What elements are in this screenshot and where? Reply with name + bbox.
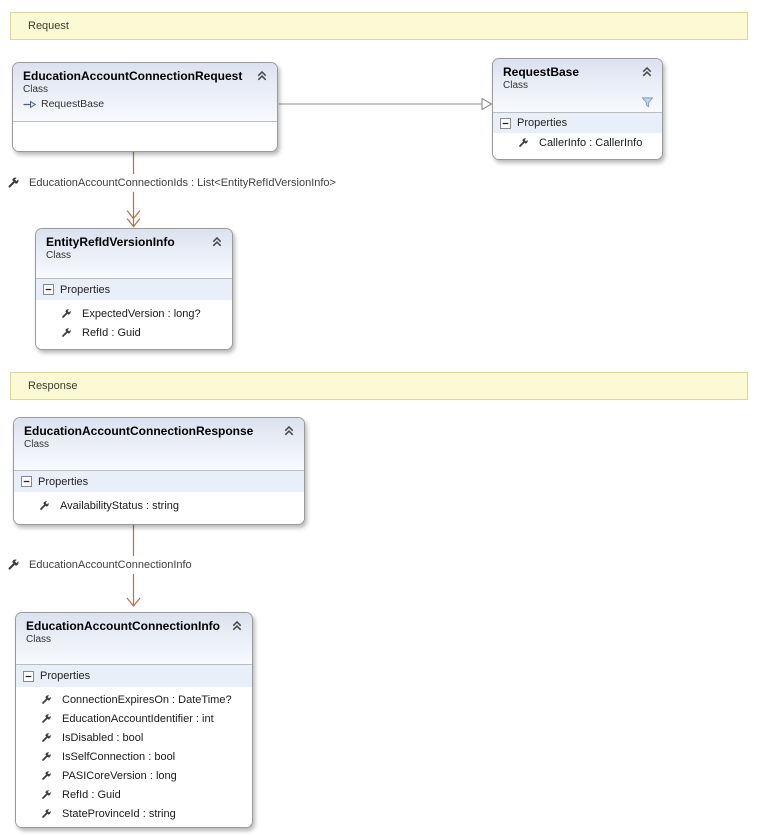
properties-label: Properties — [60, 283, 111, 296]
property-text: EducationAccountIdentifier : int — [62, 712, 214, 725]
collapse-minus-icon[interactable] — [23, 670, 34, 682]
property-text: RefId : Guid — [82, 326, 141, 339]
collapse-minus-icon[interactable] — [21, 476, 32, 487]
class-stereotype: Class — [26, 634, 52, 645]
association-label-connection-ids[interactable]: EducationAccountConnectionIds : List<Ent… — [6, 174, 340, 192]
properties-label: Properties — [40, 670, 91, 682]
request-banner-label: Request — [28, 20, 69, 32]
wrench-icon — [40, 712, 52, 725]
property-row[interactable]: IsSelfConnection : bool — [16, 747, 252, 766]
wrench-icon — [40, 731, 52, 744]
property-text: IsSelfConnection : bool — [62, 750, 176, 763]
collapse-chevron-icon[interactable] — [210, 235, 224, 248]
class-body: Properties CallerInfo : CallerInfo — [493, 112, 662, 159]
wrench-icon — [40, 788, 52, 801]
property-row[interactable]: ConnectionExpiresOn : DateTime? — [16, 690, 252, 709]
class-box-education-account-connection-info[interactable]: EducationAccountConnectionInfo Class Pro… — [15, 612, 253, 828]
class-box-education-account-connection-response[interactable]: EducationAccountConnectionResponse Class… — [13, 417, 305, 525]
property-row[interactable]: AvailabilityStatus : string — [14, 496, 304, 515]
class-box-entity-ref-id-version-info[interactable]: EntityRefIdVersionInfo Class Properties … — [35, 228, 233, 350]
class-stereotype: Class — [503, 80, 529, 91]
property-text: IsDisabled : bool — [62, 731, 144, 744]
properties-compartment-header[interactable]: Properties — [36, 279, 232, 300]
wrench-icon — [6, 176, 20, 190]
collapse-minus-icon[interactable] — [500, 117, 511, 129]
class-stereotype: Class — [23, 84, 49, 95]
property-row[interactable]: IsDisabled : bool — [16, 728, 252, 747]
class-title: EducationAccountConnectionInfo — [26, 619, 220, 633]
class-body-empty — [13, 121, 277, 151]
association-label-text: EducationAccountConnectionIds : List<Ent… — [29, 177, 336, 189]
property-row[interactable]: StateProvinceId : string — [16, 804, 252, 823]
wrench-icon — [40, 750, 52, 763]
collapse-minus-icon[interactable] — [43, 284, 54, 295]
property-text: CallerInfo : CallerInfo — [539, 136, 643, 149]
property-row[interactable]: PASICoreVersion : long — [16, 766, 252, 785]
class-title: EducationAccountConnectionResponse — [24, 424, 254, 438]
collapse-chevron-icon[interactable] — [230, 619, 244, 632]
property-text: RefId : Guid — [62, 788, 121, 801]
filter-icon[interactable] — [641, 96, 654, 109]
class-title: EntityRefIdVersionInfo — [46, 235, 175, 249]
class-body: Properties AvailabilityStatus : string — [14, 470, 304, 524]
property-text: ExpectedVersion : long? — [82, 307, 201, 320]
base-class-name: RequestBase — [41, 98, 105, 110]
wrench-icon — [40, 693, 52, 706]
request-section-banner[interactable]: Request — [10, 12, 748, 40]
class-header: EducationAccountConnectionInfo Class — [16, 613, 252, 664]
response-section-banner[interactable]: Response — [10, 372, 748, 400]
wrench-icon — [40, 769, 52, 782]
inheritance-connector-request-to-requestbase[interactable] — [279, 97, 493, 111]
property-text: ConnectionExpiresOn : DateTime? — [62, 693, 232, 706]
property-row[interactable]: EducationAccountIdentifier : int — [16, 709, 252, 728]
wrench-icon — [517, 136, 529, 149]
properties-compartment-header[interactable]: Properties — [493, 113, 662, 133]
class-box-request-base[interactable]: RequestBase Class Properties CallerInfo … — [492, 58, 663, 160]
class-stereotype: Class — [46, 250, 72, 261]
property-text: PASICoreVersion : long — [62, 769, 177, 782]
class-header: EducationAccountConnectionRequest Class … — [13, 63, 277, 121]
wrench-icon — [38, 499, 50, 512]
class-header: RequestBase Class — [493, 59, 662, 112]
base-class-row[interactable]: RequestBase — [23, 98, 251, 110]
inheritance-arrow-icon — [23, 100, 36, 108]
association-label-connection-info[interactable]: EducationAccountConnectionInfo — [6, 556, 196, 574]
wrench-icon — [40, 807, 52, 820]
collapse-chevron-icon[interactable] — [255, 69, 269, 82]
class-title: EducationAccountConnectionRequest — [23, 69, 243, 83]
property-row[interactable]: ExpectedVersion : long? — [36, 304, 232, 323]
class-title: RequestBase — [503, 65, 580, 79]
property-text: StateProvinceId : string — [62, 807, 176, 820]
properties-label: Properties — [517, 117, 568, 129]
wrench-icon — [60, 326, 72, 339]
collapse-chevron-icon[interactable] — [282, 424, 296, 437]
class-box-education-account-connection-request[interactable]: EducationAccountConnectionRequest Class … — [12, 62, 278, 152]
properties-compartment-header[interactable]: Properties — [14, 471, 304, 492]
property-text: AvailabilityStatus : string — [60, 499, 180, 512]
response-banner-label: Response — [28, 380, 78, 392]
class-body: Properties ConnectionExpiresOn : DateTim… — [16, 664, 252, 827]
properties-compartment-header[interactable]: Properties — [16, 665, 252, 687]
property-row[interactable]: RefId : Guid — [36, 323, 232, 342]
wrench-icon — [6, 558, 20, 572]
class-header: EducationAccountConnectionResponse Class — [14, 418, 304, 470]
class-body: Properties ExpectedVersion : long? RefId… — [36, 278, 232, 349]
class-header: EntityRefIdVersionInfo Class — [36, 229, 232, 278]
wrench-icon — [60, 307, 72, 320]
association-label-text: EducationAccountConnectionInfo — [29, 559, 192, 571]
collapse-chevron-icon[interactable] — [640, 65, 654, 78]
property-row[interactable]: CallerInfo : CallerInfo — [493, 133, 662, 152]
properties-label: Properties — [38, 475, 89, 488]
property-row[interactable]: RefId : Guid — [16, 785, 252, 804]
class-stereotype: Class — [24, 439, 50, 450]
